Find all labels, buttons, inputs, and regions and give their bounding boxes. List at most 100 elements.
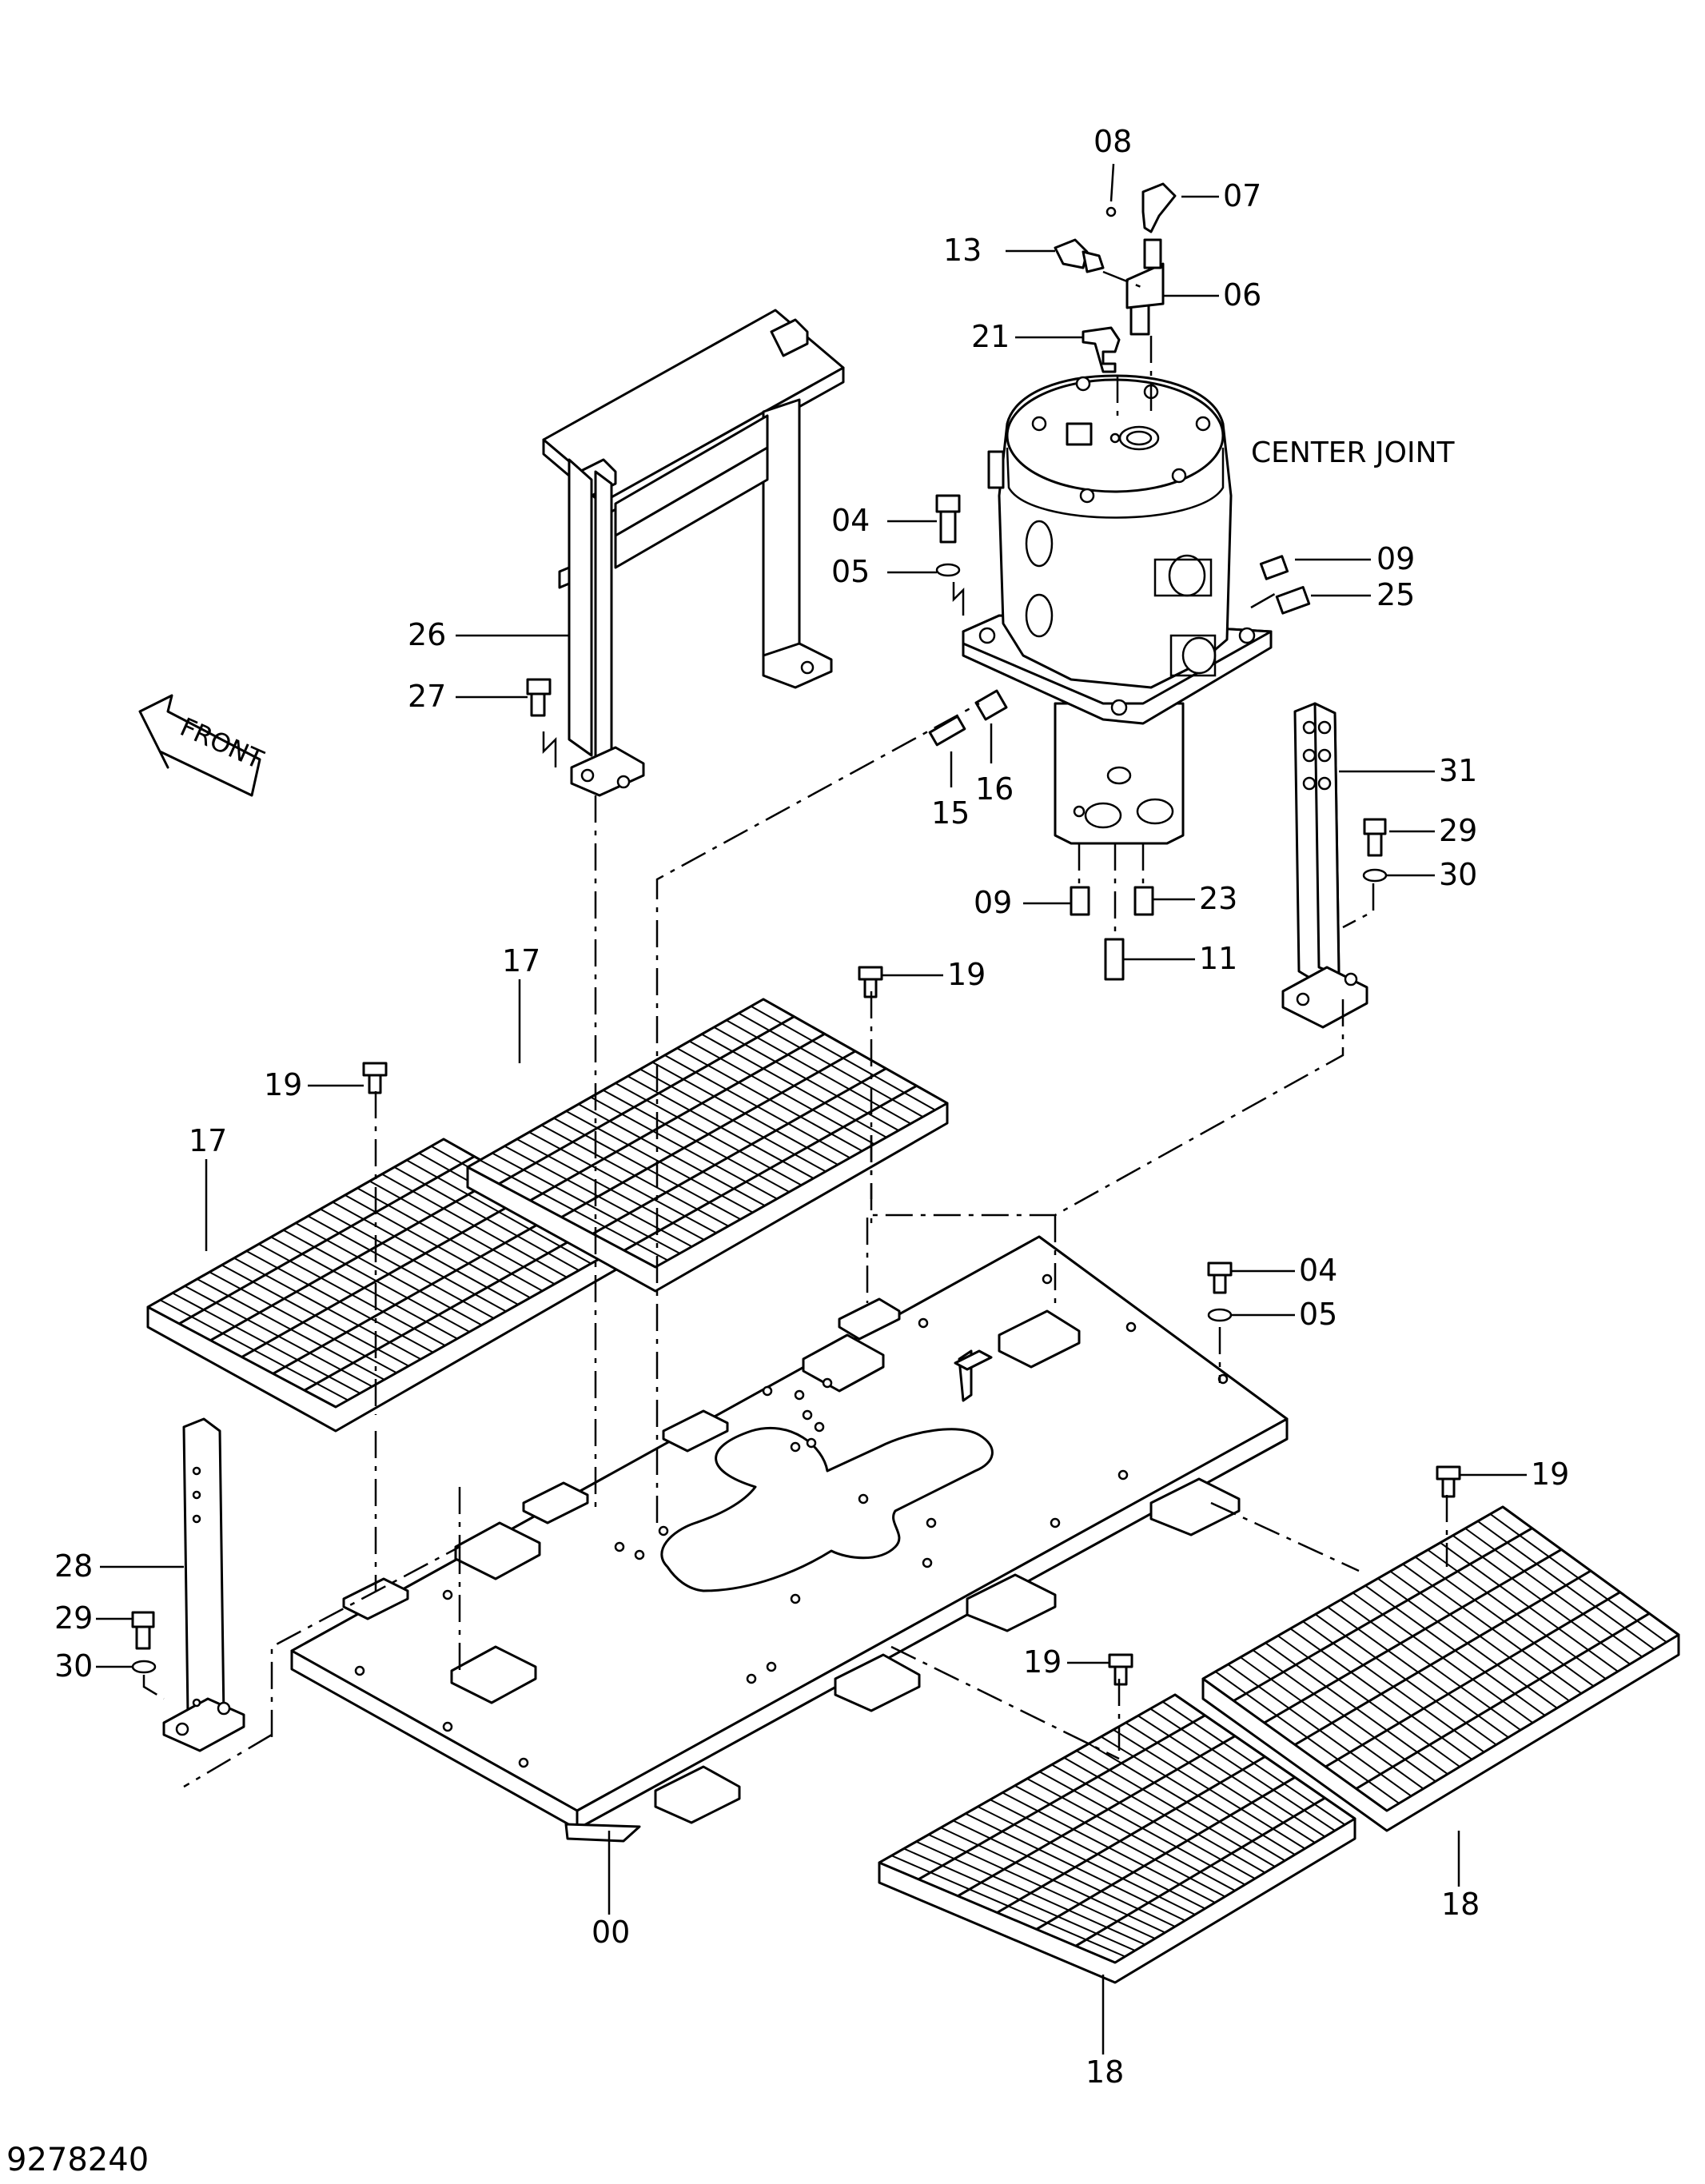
callout-04a: 04 [831, 503, 870, 538]
grating-cross-bar [1402, 1563, 1582, 1695]
grating-cross-bar [565, 1110, 754, 1214]
grating-cross-bar [1088, 1743, 1286, 1862]
grating-18-front [878, 1693, 1356, 1984]
bolt-19-group [362, 966, 1461, 1686]
grating-cross-bar [1489, 1513, 1667, 1643]
grating-cross-bar [1113, 1728, 1306, 1850]
grating-cross-bar [738, 1012, 924, 1118]
callout-19c: 19 [1531, 1457, 1569, 1492]
grating-cross-bar [320, 1208, 507, 1313]
grating-cross-bar [1452, 1535, 1631, 1665]
callout-26: 26 [408, 617, 446, 652]
front-arrow-icon: FRONT [138, 694, 268, 797]
grating-cross-bar [393, 1166, 580, 1272]
grating-cross-bar [479, 1159, 668, 1261]
grating-cross-bar [1252, 1649, 1436, 1783]
grating-cross-bar [516, 1138, 705, 1241]
leader-lines [96, 163, 1527, 2054]
grating-cross-bar [1038, 1771, 1245, 1886]
grating-cross-bar [615, 1082, 802, 1186]
grating-cross-bar [977, 1806, 1196, 1915]
grating-cross-bar [689, 1040, 875, 1146]
callout-00: 00 [592, 1915, 630, 1950]
grating-cross-bar [1063, 1756, 1265, 1874]
callout-17b: 17 [189, 1123, 227, 1158]
grating-cross-bar [369, 1180, 556, 1285]
grating-cross-bar [1352, 1592, 1534, 1724]
grating-cross-bar [726, 1019, 911, 1125]
grating-cross-bar [953, 1819, 1176, 1927]
support-stand [526, 309, 845, 797]
grating-cross-bar [1477, 1520, 1655, 1651]
base-plate [290, 1235, 1289, 1843]
grating-cross-bar [258, 1243, 446, 1347]
callout-19b: 19 [264, 1067, 302, 1102]
grating-cross-bar [1315, 1613, 1497, 1746]
grating-cross-bar [578, 1103, 766, 1207]
grating-cross-bar [627, 1075, 815, 1179]
grating-cross-bar [283, 1229, 470, 1333]
grating-cross-bar [1340, 1599, 1521, 1731]
grating-cross-bar [332, 1201, 519, 1305]
grating-cross-bar [891, 1855, 1125, 1958]
callout-27: 27 [408, 679, 446, 714]
grating-cross-bar [1415, 1556, 1595, 1687]
grating-cross-bar [590, 1096, 778, 1200]
grating-cross-bar [603, 1089, 790, 1193]
callout-23: 23 [1199, 881, 1237, 916]
grating-cross-bar [270, 1236, 458, 1340]
grating-cross-bar [639, 1068, 827, 1173]
grating-17-right [466, 998, 949, 1293]
grating-cross-bar [553, 1117, 741, 1221]
grating-cross-bar [504, 1145, 693, 1248]
callout-18b: 18 [1086, 2054, 1124, 2090]
grating-cross-bar [1215, 1671, 1400, 1804]
callout-18a: 18 [1441, 1887, 1480, 1922]
callout-17a: 17 [502, 943, 540, 978]
grating-cross-bar [664, 1054, 851, 1159]
callout-15: 15 [931, 795, 970, 831]
grating-cross-bar [701, 1033, 887, 1138]
grating-cross-bar [903, 1847, 1136, 1951]
callout-05a: 05 [831, 554, 870, 589]
grating-cross-bar [1427, 1548, 1607, 1680]
grating-cross-bar [1002, 1791, 1216, 1903]
grating-cross-bar [221, 1264, 409, 1367]
bolt-19-a [362, 1062, 388, 1094]
bolt-19-d [1108, 1653, 1133, 1686]
grating-cross-bar [357, 1187, 544, 1292]
grating-cross-bar [541, 1124, 729, 1227]
callout-21: 21 [971, 319, 1010, 354]
grating-cross-bar [651, 1061, 839, 1166]
callout-11: 11 [1199, 941, 1237, 976]
center-joint-assembly [928, 182, 1311, 981]
grating-cross-bar [1137, 1715, 1326, 1838]
grating-cross-bar [1149, 1708, 1336, 1831]
callout-13: 13 [943, 233, 982, 268]
grating-cross-bar [245, 1250, 434, 1353]
grating-cross-bar [940, 1827, 1165, 1934]
grating-cross-bar [915, 1840, 1145, 1946]
grating-cross-bar [159, 1299, 349, 1401]
grating-cross-bar [965, 1812, 1185, 1922]
grating-cross-bar [1277, 1635, 1460, 1768]
grating-cross-bar [713, 1026, 899, 1132]
callout-30b: 30 [54, 1648, 93, 1684]
callout-09a: 09 [1376, 541, 1415, 576]
callout-08: 08 [1094, 124, 1132, 159]
grating-cross-bar [1464, 1528, 1643, 1658]
grating-cross-bar [295, 1222, 482, 1326]
grating-18-right [1201, 1505, 1680, 1832]
callout-19a: 19 [947, 957, 986, 992]
grating-cross-bar [1289, 1628, 1473, 1760]
assembly-lines [142, 270, 1448, 1788]
grating-cross-bar [528, 1131, 717, 1234]
grating-cross-bar [928, 1834, 1156, 1939]
grating-cross-bar [184, 1285, 373, 1388]
diagram-number: 9278240 [6, 2142, 149, 2178]
bolt-04-b [1207, 1261, 1233, 1294]
grating-cross-bar [1162, 1700, 1346, 1826]
callout-05b: 05 [1299, 1297, 1337, 1332]
grating-cross-bar [1302, 1620, 1485, 1753]
grating-cross-bar [1051, 1764, 1256, 1879]
